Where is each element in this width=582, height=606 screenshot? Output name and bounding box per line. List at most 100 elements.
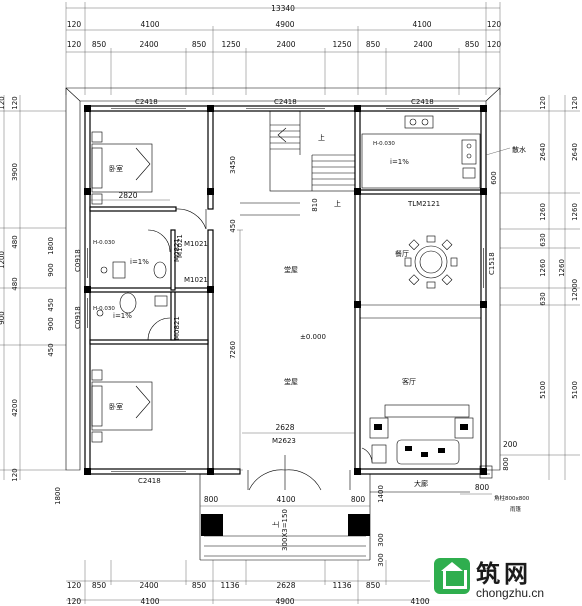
front-porch: 800 800 4100 300X3=150 上 1400 300 300 (199, 474, 385, 567)
porch-up-label: 上 (271, 521, 280, 528)
watermark-url: chongzhu.cn (476, 586, 545, 600)
canopy-label: 雨篷 (510, 505, 522, 513)
dim-left-i-3: 900 (47, 317, 55, 330)
dim-left-o-3: 480 (11, 277, 19, 290)
window-c2418-bottom: C2418 (138, 477, 161, 485)
dim-600: 600 (490, 171, 498, 184)
dim-bot-r1-6: 1136 (332, 581, 351, 590)
dim-right-i-3: 630 (539, 233, 547, 246)
window-tlm2121: TLM2121 (407, 200, 440, 208)
dim-right-o-3: 1260 (558, 259, 566, 277)
dim-top-r1-3: 4100 (412, 20, 431, 29)
stair: 上 上 (269, 110, 356, 208)
dim-top-r2-9: 850 (465, 40, 480, 49)
dim-3450: 3450 (229, 156, 237, 174)
dim-top-r2-6: 1250 (332, 40, 351, 49)
dim-right-i-4: 1260 (539, 259, 547, 277)
dim-left-i-2: 900 (0, 311, 6, 324)
drain-label: 散水 (512, 145, 526, 154)
dim-bot-r2-3: 4100 (410, 597, 429, 606)
window-c0918-top: C0918 (74, 249, 82, 272)
columns (84, 105, 487, 536)
dim-left-i-7: 900 (47, 263, 55, 276)
dim-200-right: 200 (503, 440, 518, 449)
dim-right-o-0: 120 (571, 96, 579, 109)
left-dimension-chain: 120 3900 480 480 4200 120 120 1200 900 4… (0, 95, 66, 505)
dim-top-r2-3: 850 (192, 40, 207, 49)
dim-bot-r1-0: 120 (67, 581, 82, 590)
house-logo-icon (434, 558, 470, 594)
watermark: 筑网 chongzhu.cn (430, 552, 580, 604)
dim-left-o-5: 120 (11, 468, 19, 481)
door-m1021-top: M1021 (184, 240, 208, 248)
dim-right-i-5: 630 (539, 292, 547, 305)
dim-2820: 2820 (118, 191, 137, 200)
side-corridor: 大廊 800 200 800 角柱800x800 雨篷 散水 600 (370, 145, 530, 513)
dim-bot-r2-0: 120 (67, 597, 82, 606)
dim-800-corridor: 800 (475, 483, 490, 492)
dim-bot-r1-3: 850 (192, 581, 207, 590)
window-c1518: C1518 (488, 252, 496, 275)
door-m1021-vertical: M1021 (176, 234, 184, 258)
dim-left-o-1: 3900 (11, 163, 19, 181)
room-living: 客厅 (402, 377, 416, 386)
top-dimension-chain: 13340 120 4100 4900 4100 120 120 850 240… (65, 2, 502, 95)
dim-porch-4100: 4100 (276, 495, 295, 504)
dim-top-r2-4: 1250 (221, 40, 240, 49)
dim-top-r2-10: 120 (487, 40, 502, 49)
room-hall-upper: 堂屋 (284, 265, 298, 274)
dim-bot-r1-2: 2400 (139, 581, 158, 590)
bedroom-top: 卧室 2820 (90, 131, 170, 205)
dim-left-i-6: 1800 (54, 487, 62, 505)
dim-porch-800a: 800 (204, 495, 219, 504)
dim-right-i-0: 120 (539, 96, 547, 109)
dim-top-r2-5: 2400 (276, 40, 295, 49)
dim-right-i-1: 2640 (539, 143, 547, 161)
dim-top-r2-1: 850 (92, 40, 107, 49)
window-c2418-mid: C2418 (274, 98, 297, 106)
dim-bot-r1-7: 850 (366, 581, 381, 590)
bath1-slope: i=1% (130, 258, 149, 266)
dim-porch-800b: 800 (351, 495, 366, 504)
dim-810: 810 (311, 198, 319, 211)
bath2-height: H-0.030 (93, 306, 115, 312)
door-m2623: M2623 (272, 437, 296, 445)
doors: M1021 M1021 M1021 M0821 M0821 (173, 208, 373, 491)
bathroom-lower: H-0.030 i=1% (93, 292, 171, 341)
kitchen: H-0.030 i=1% TLM2121 (361, 115, 481, 208)
dim-800-right: 800 (502, 457, 510, 470)
dim-bot-r2-1: 4100 (140, 597, 159, 606)
dim-right-i-6: 5100 (539, 381, 547, 399)
window-c2418-right: C2418 (411, 98, 434, 106)
dim-right-i-2: 1260 (539, 203, 547, 221)
corner-column-note: 角柱800x800 (494, 494, 530, 502)
dim-left-i-8: 1800 (47, 237, 55, 255)
dim-top-r1-0: 120 (67, 20, 82, 29)
window-c2418-left: C2418 (135, 98, 158, 106)
dim-2628: 2628 (275, 423, 294, 432)
dim-porch-150: 300X3=150 (281, 509, 289, 551)
dim-bot-r1-4: 1136 (220, 581, 239, 590)
door-m0821-bottom: M0821 (173, 316, 181, 340)
dim-porch-300b: 300 (377, 553, 385, 566)
door-m0821-top: M0821 (173, 238, 181, 262)
dim-450: 450 (229, 219, 237, 232)
bath1-height: H-0.030 (93, 240, 115, 246)
dim-porch-300a: 300 (377, 533, 385, 546)
kitchen-slope: i=1% (390, 158, 409, 166)
dim-left-i-1: 1200 (0, 251, 6, 269)
room-bedroom-bottom: 卧室 (109, 402, 123, 411)
bathroom-upper: H-0.030 i=1% (93, 229, 171, 279)
dim-left-i-5: 450 (47, 343, 55, 356)
bath2-slope: i=1% (113, 312, 132, 320)
dim-1400: 1400 (377, 485, 385, 503)
eave-outline (65, 87, 501, 471)
dim-right-o-1: 2640 (571, 143, 579, 161)
dim-top-r1-1: 4100 (140, 20, 159, 29)
room-dining: 餐厅 (395, 249, 409, 258)
step-up-label: 上 (334, 199, 341, 208)
living: 客厅 (369, 377, 474, 465)
dim-bot-r2-2: 4900 (275, 597, 294, 606)
window-labels: C2418 C2418 C2418 C2418 C0918 C0918 (74, 98, 434, 485)
